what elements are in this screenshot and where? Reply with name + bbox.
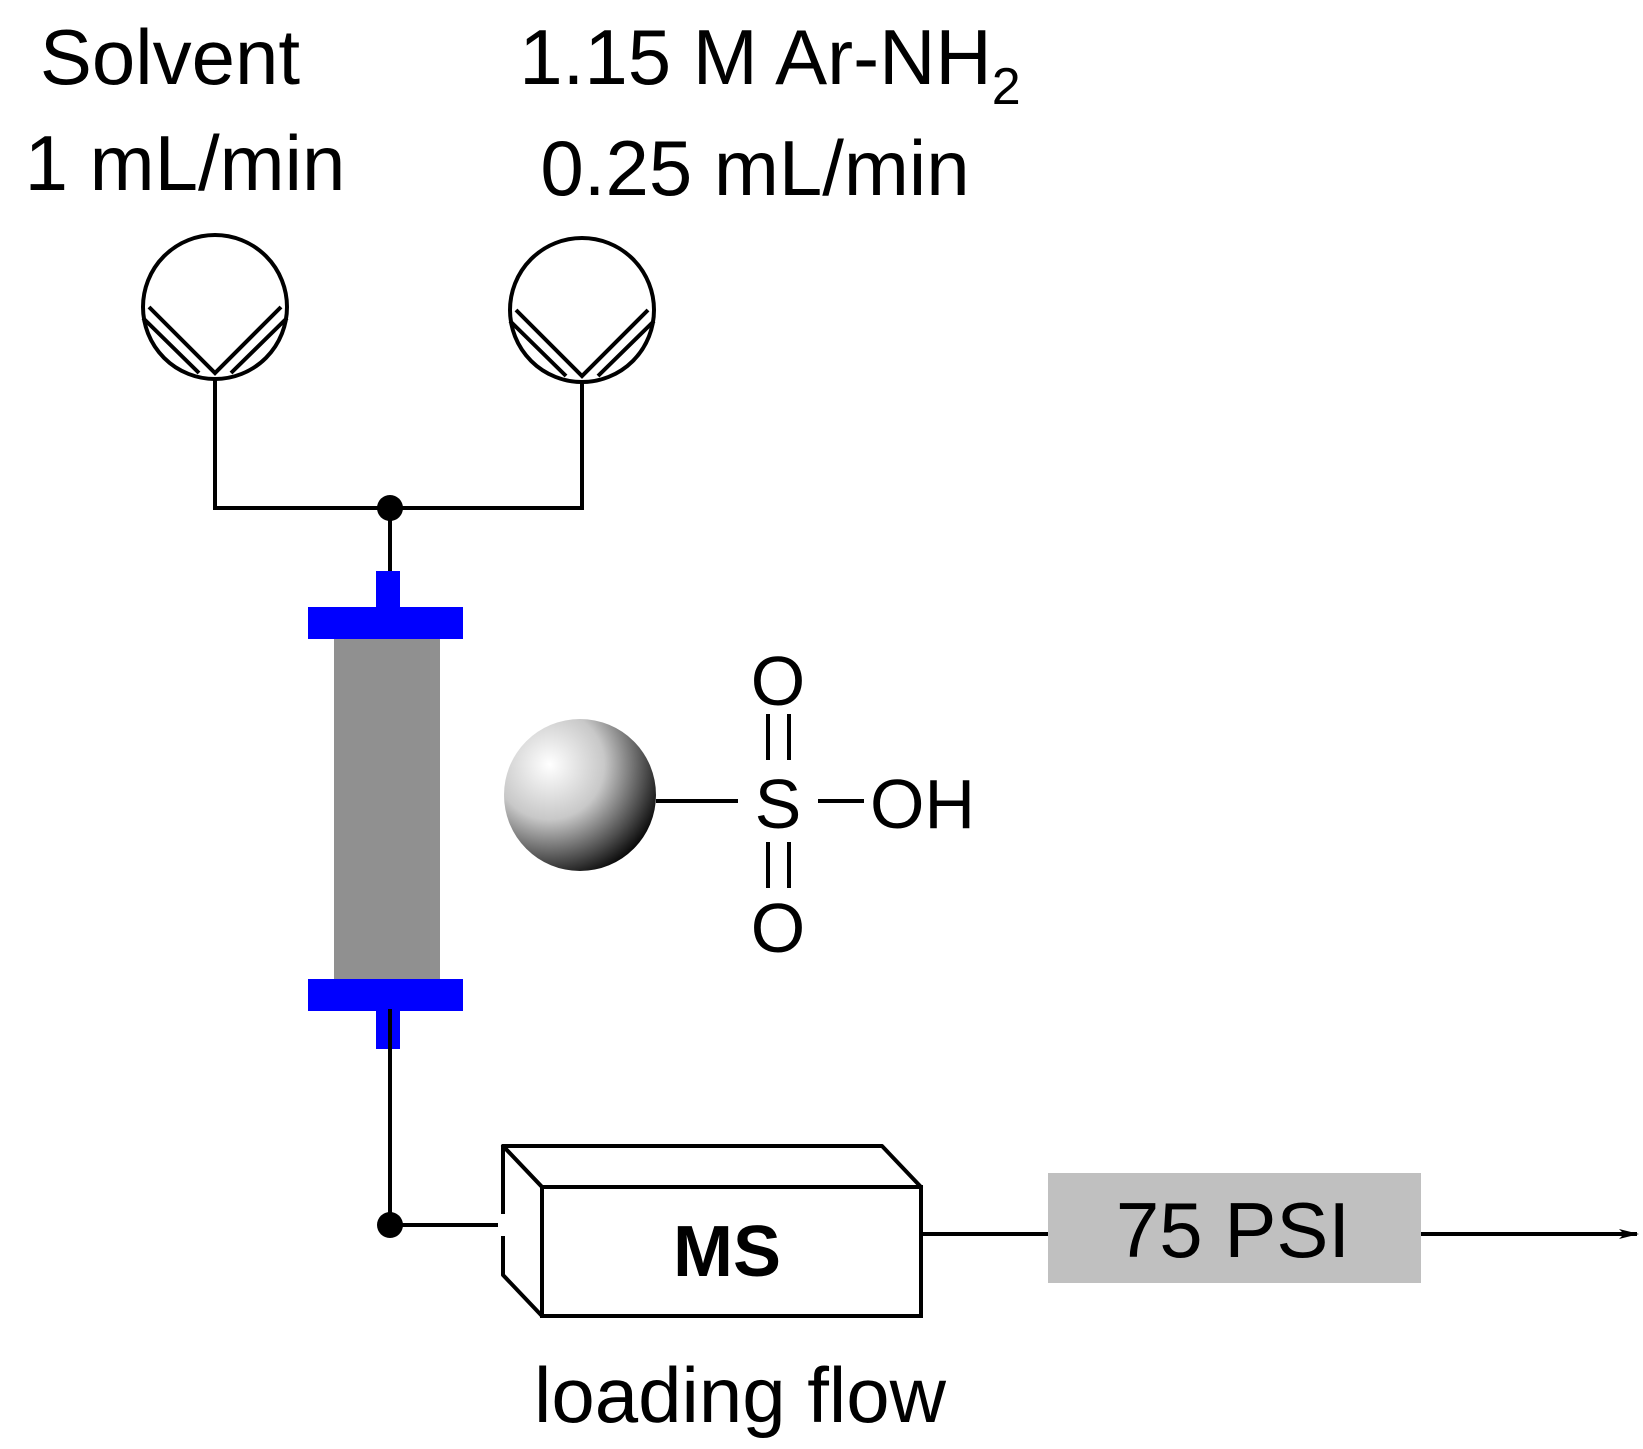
reagent-pump-icon [508, 236, 656, 384]
reagent-tubing [388, 380, 584, 510]
ms-detector-label: MS [673, 1212, 781, 1292]
column-inlet-fitting [376, 571, 400, 611]
ms-detector-front-face [540, 1185, 923, 1318]
regulator-box [1048, 1173, 1421, 1283]
reagent-name-main: 1.15 M Ar-NH [519, 13, 991, 101]
diagram-caption: loading flow [534, 1351, 947, 1439]
reagent-name-subscript: 2 [992, 58, 1021, 116]
ms-detector: MS [498, 1144, 923, 1318]
sulfur-atom: S [755, 765, 802, 843]
reagent-flow-rate: 0.25 mL/min [540, 124, 969, 212]
solvent-pump-label: Solvent [40, 13, 300, 101]
back-pressure-regulator: 75 PSI [1048, 1173, 1421, 1283]
oxygen-bottom-atom: O [751, 889, 805, 967]
ms-detector-inlet-gap [498, 1214, 520, 1236]
column-top-cap [308, 607, 463, 639]
reagent-pump-label: 1.15 M Ar-NH2 [519, 13, 1020, 116]
column-bottom-cap [308, 979, 463, 1011]
column-body [334, 639, 440, 979]
solvent-tubing [213, 378, 392, 510]
solvent-pump-icon [141, 233, 289, 381]
oxygen-top-atom: O [751, 642, 805, 720]
hydroxyl-group: OH [870, 765, 975, 843]
resin-bead-icon [504, 719, 656, 871]
sulfonic-acid-resin: S OH O O [504, 642, 975, 967]
solvent-flow-rate: 1 mL/min [25, 119, 346, 207]
ms-detector-top-face [501, 1144, 923, 1189]
regulator-pressure-label: 75 PSI [1116, 1186, 1350, 1274]
packed-column [308, 571, 463, 1049]
